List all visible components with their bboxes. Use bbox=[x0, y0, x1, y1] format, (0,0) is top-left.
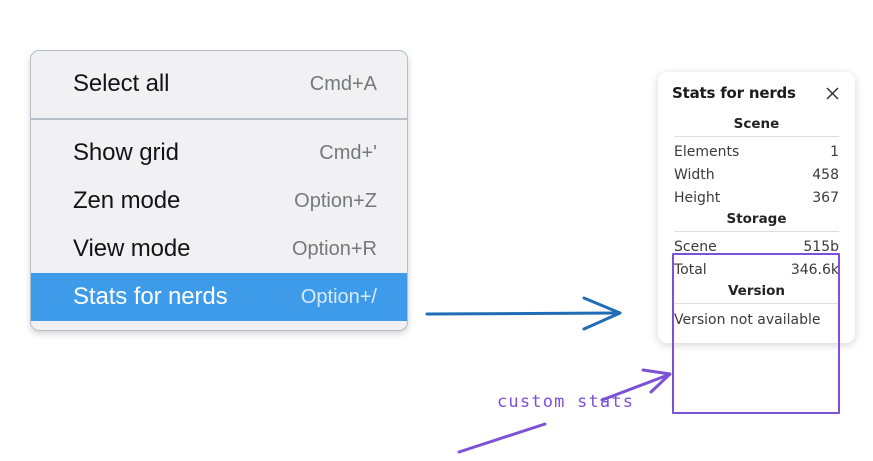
stat-key: Height bbox=[674, 190, 721, 206]
stat-value: 346.6k bbox=[790, 262, 839, 278]
handwritten-annotation-label: custom stats bbox=[497, 392, 635, 412]
close-icon[interactable] bbox=[824, 85, 841, 102]
stats-section-scene: Scene Elements 1 Width 458 Height 367 bbox=[672, 115, 841, 210]
menu-divider bbox=[31, 118, 407, 120]
stat-key: Scene bbox=[674, 239, 717, 255]
menu-item-show-grid[interactable]: Show grid Cmd+' bbox=[31, 129, 407, 177]
stat-key: Elements bbox=[674, 144, 740, 160]
purple-underline-stroke bbox=[457, 422, 547, 454]
section-heading: Version bbox=[727, 283, 786, 299]
stat-row: Height 367 bbox=[672, 187, 841, 210]
menu-group-1: Select all Cmd+A bbox=[31, 51, 407, 118]
stat-value: 1 bbox=[830, 144, 839, 160]
stats-panel-header: Stats for nerds bbox=[672, 84, 841, 102]
stat-key: Total bbox=[674, 262, 707, 278]
menu-item-zen-mode[interactable]: Zen mode Option+Z bbox=[31, 177, 407, 225]
menu-item-shortcut: Option+/ bbox=[300, 285, 377, 308]
section-rule bbox=[674, 303, 839, 304]
menu-item-label: Stats for nerds bbox=[73, 283, 228, 310]
stats-panel-title: Stats for nerds bbox=[672, 84, 796, 102]
stat-value: 458 bbox=[812, 167, 839, 183]
menu-item-label: Zen mode bbox=[73, 187, 181, 214]
section-heading: Scene bbox=[733, 116, 780, 132]
version-note: Version not available bbox=[674, 312, 821, 328]
menu-item-label: Show grid bbox=[73, 139, 179, 166]
context-menu[interactable]: Select all Cmd+A Show grid Cmd+' Zen mod… bbox=[30, 50, 408, 331]
stat-row: Width 458 bbox=[672, 164, 841, 187]
menu-item-label: View mode bbox=[73, 235, 191, 262]
menu-item-shortcut: Cmd+A bbox=[309, 72, 377, 95]
stat-value: 367 bbox=[812, 190, 839, 206]
stat-row: Elements 1 bbox=[672, 141, 841, 164]
menu-group-2: Show grid Cmd+' Zen mode Option+Z View m… bbox=[31, 120, 407, 330]
stat-value: 515b bbox=[803, 239, 839, 255]
section-heading: Storage bbox=[726, 211, 787, 227]
stat-row: Total 346.6k bbox=[672, 259, 841, 282]
section-rule bbox=[674, 136, 839, 137]
stats-for-nerds-panel: Stats for nerds Scene Elements 1 Width 4… bbox=[658, 72, 855, 343]
stats-section-version: Version Version not available bbox=[672, 282, 841, 331]
menu-item-shortcut: Option+R bbox=[291, 237, 377, 260]
menu-item-shortcut: Cmd+' bbox=[319, 141, 377, 164]
menu-item-select-all[interactable]: Select all Cmd+A bbox=[31, 60, 407, 108]
menu-item-view-mode[interactable]: View mode Option+R bbox=[31, 225, 407, 273]
section-rule bbox=[674, 231, 839, 232]
menu-item-shortcut: Option+Z bbox=[294, 189, 377, 212]
menu-item-label: Select all bbox=[73, 70, 170, 97]
blue-arrow-annotation bbox=[425, 296, 622, 331]
stat-row: Scene 515b bbox=[672, 236, 841, 259]
stats-section-storage: Storage Scene 515b Total 346.6k bbox=[672, 210, 841, 282]
stat-key: Width bbox=[674, 167, 715, 183]
menu-item-stats-for-nerds[interactable]: Stats for nerds Option+/ bbox=[31, 273, 407, 321]
